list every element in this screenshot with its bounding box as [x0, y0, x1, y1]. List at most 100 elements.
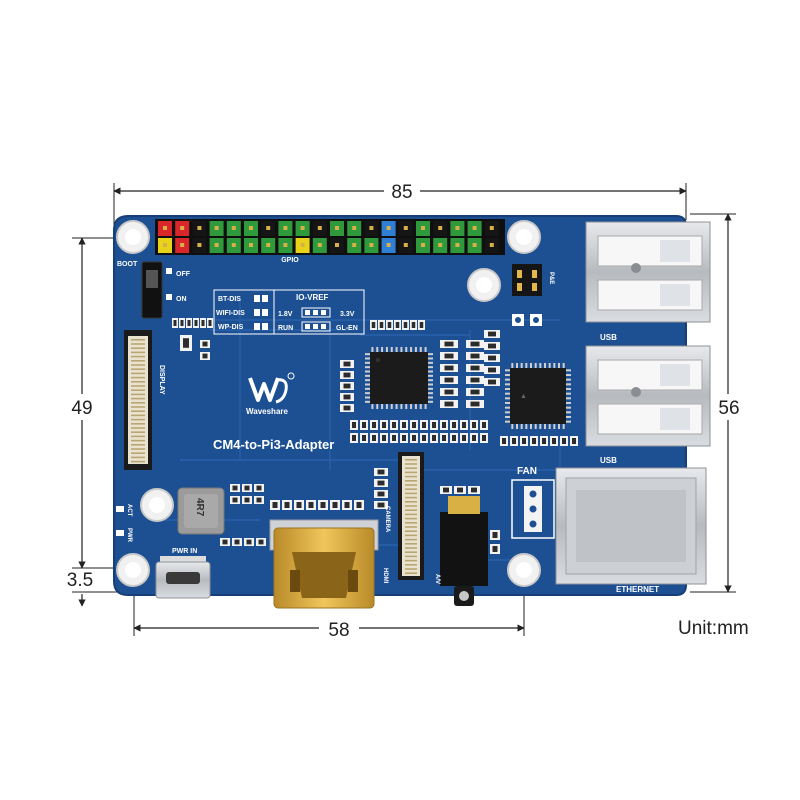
ic-pin: [530, 424, 532, 429]
ic-pin: [428, 379, 433, 382]
bt-dis-label: BT-DIS: [218, 296, 241, 303]
smd-part: [232, 485, 238, 491]
ic-pin: [428, 361, 433, 364]
ic-pin: [428, 370, 433, 373]
ic-pin: [548, 424, 551, 429]
ic-pin: [371, 404, 374, 409]
smd-part: [362, 422, 366, 428]
smd-part: [377, 491, 385, 497]
gpio-header: [155, 219, 505, 255]
ic-pin: [381, 404, 384, 409]
smd-part: [442, 435, 446, 441]
gpio-pin-tip: [197, 243, 202, 247]
smd-part: [382, 435, 386, 441]
smd-part: [492, 546, 498, 552]
ic-pin: [520, 424, 523, 429]
fpc-contact: [131, 431, 145, 433]
gpio-pin-tip: [214, 243, 219, 247]
boot-switch: BOOT OFF ON: [117, 261, 191, 319]
ic-pin: [405, 347, 408, 352]
fpc-contact: [131, 368, 145, 370]
ic-pin: [534, 363, 537, 368]
smd-part: [183, 338, 189, 348]
fpc-contact: [405, 480, 417, 482]
ic-pin: [424, 347, 427, 352]
smd-part: [482, 435, 486, 441]
ic-pin: [566, 416, 571, 418]
fpc-contact: [405, 488, 417, 490]
fpc-contact: [131, 360, 145, 362]
dim-board-width: 85: [391, 182, 412, 203]
gpio-pin-tip: [403, 243, 408, 247]
fpc-contact: [405, 496, 417, 499]
ic-pin: [558, 424, 560, 429]
ic-pin: [428, 400, 433, 403]
smd-part: [470, 389, 480, 395]
ic-pin: [544, 424, 546, 429]
smd-part: [419, 322, 424, 328]
ic-pin: [566, 397, 571, 400]
ic-pin: [376, 347, 379, 352]
smd-part: [308, 502, 314, 508]
ic-pin: [566, 392, 571, 395]
smd-part: [392, 422, 396, 428]
gpio-pin-tip: [369, 226, 374, 230]
gpio-pin-tip: [386, 226, 391, 230]
ic-pin: [534, 424, 537, 429]
ic-pin: [566, 402, 571, 404]
fpc-contact: [405, 513, 417, 516]
smd-part: [403, 322, 408, 328]
fpc-contact: [405, 526, 417, 528]
fpc-contact: [405, 522, 417, 524]
ic-pin: [562, 424, 565, 429]
mounting-hole: [116, 553, 150, 587]
smd-part: [296, 502, 302, 508]
fpc-contact: [131, 351, 145, 354]
ic-pin: [505, 397, 510, 400]
ic-pin: [365, 353, 370, 356]
smd-part: [234, 539, 240, 545]
smd-part: [472, 435, 476, 441]
smd-part: [272, 502, 278, 508]
smd-part: [452, 435, 456, 441]
fpc-contact: [405, 547, 417, 549]
ic-pin: [365, 370, 370, 373]
mounting-holes: [116, 220, 541, 587]
fpc-contact: [405, 484, 417, 486]
run-label: RUN: [278, 325, 293, 332]
gl-en-label: GL-EN: [336, 325, 358, 332]
smd-part: [379, 322, 384, 328]
smd-part: [362, 435, 366, 441]
fpc-contact: [131, 343, 145, 345]
ic-pin: [566, 411, 571, 414]
fpc-contact: [131, 427, 145, 429]
smd-part: [202, 353, 208, 359]
ic-pin: [505, 402, 510, 404]
smd-part: [488, 355, 496, 361]
ic-pin: [365, 379, 370, 382]
micro-usb-power-port: PWR IN: [155, 548, 211, 599]
smd-part: [371, 322, 376, 328]
ic-pin: [505, 392, 510, 395]
smd-part: [470, 341, 480, 347]
smd-part: [444, 365, 454, 371]
smd-part: [372, 422, 376, 428]
ic-pin: [539, 424, 542, 429]
fpc-contact: [131, 347, 145, 349]
smd-part: [552, 438, 556, 444]
status-leds: ACT PWR: [116, 504, 132, 543]
ic-pin: [414, 347, 417, 352]
smd-part: [432, 422, 436, 428]
smd-part: [482, 422, 486, 428]
ic-pin: [376, 404, 379, 409]
smd-part: [201, 320, 205, 326]
smd-part: [412, 435, 416, 441]
hdmi-label: HDMI: [382, 568, 388, 584]
ic-pin: [419, 347, 422, 352]
fpc-contact: [405, 459, 417, 461]
fpc-contact: [405, 551, 417, 553]
ic-pin: [525, 363, 528, 368]
gpio-pin-tip: [283, 226, 288, 230]
waveshare-logo: Waveshare: [246, 372, 295, 416]
ic-pin: [365, 396, 370, 399]
